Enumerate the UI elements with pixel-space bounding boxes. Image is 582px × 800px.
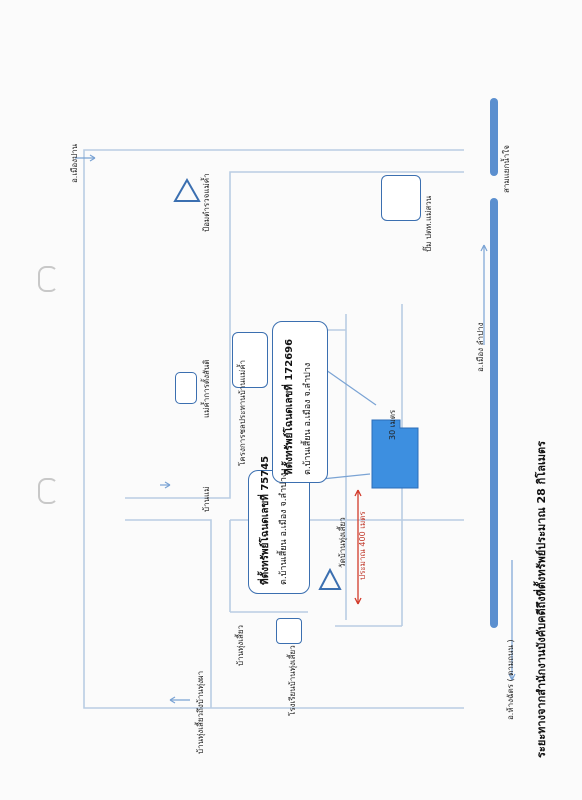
police-box-label: ป้อมตำรวจแม่ค้ำ bbox=[202, 173, 211, 232]
road-label-muang-lampang: อ.เมือง ลำปาง bbox=[476, 322, 485, 372]
plot1-title: ที่ตั้งทรัพย์โฉนดเลขที่ 75745 bbox=[260, 455, 271, 585]
road-label-to-changwat: อ.เมืองปาน bbox=[70, 143, 79, 183]
plot2-address: ต.บ้านเสี้ยน อ.เมือง จ.ลำปาง bbox=[303, 362, 313, 475]
ptt-label: ปั๊ม ปตท.แม่สวน bbox=[424, 195, 433, 252]
pointer-plot2 bbox=[325, 369, 377, 406]
plot2-info-box bbox=[272, 321, 328, 483]
nursery-label: แม่ค้ำการตั้งสันติ bbox=[202, 359, 211, 418]
road-upper-branch bbox=[125, 171, 464, 499]
road-label-san-yaek: สามแยกน้ำใจ bbox=[502, 145, 511, 193]
distance-title: ระยะทางจากสำนักงานบังคับคดีถึงที่ตั้งทรั… bbox=[535, 440, 548, 758]
plot1-address: ต.บ้านเสี้ยน อ.เมือง จ.ลำปาง bbox=[279, 472, 289, 585]
irrigation-label: โครงการชลประทานบ้านแม่ค้ำ bbox=[238, 359, 247, 466]
school-box bbox=[276, 618, 302, 644]
irrigation-box bbox=[232, 332, 268, 388]
plot1-info-box bbox=[248, 470, 310, 594]
plot2-title: ที่ตั้งทรัพย์โฉนดเลขที่ 172696 bbox=[284, 338, 295, 475]
road-label-hang-chat: อ.ห้างฉัตร ( ตามถนน ) bbox=[506, 639, 515, 720]
binder-hole-top-icon bbox=[38, 266, 58, 292]
road-left-branch bbox=[125, 519, 212, 708]
tung-siao-road-label: บ้านทุ่งเสี้ยวถึงบ้านทุ่งผา bbox=[196, 670, 205, 754]
police-triangle-icon bbox=[173, 177, 201, 202]
distance-30-label: 30 เมตร bbox=[388, 409, 397, 440]
plot-shape bbox=[371, 419, 419, 489]
road-strip-top bbox=[490, 98, 498, 176]
village-road-label: บ้านแม่ bbox=[202, 486, 211, 512]
nursery-box bbox=[175, 372, 197, 404]
school-label: โรงเรียนบ้านทุ่งเสี้ยว bbox=[288, 645, 297, 716]
distance-400-label: ประมาณ 400 เมตร bbox=[358, 511, 367, 580]
road-strip-main bbox=[490, 198, 498, 628]
temple-triangle-icon bbox=[318, 567, 342, 590]
ptt-box bbox=[381, 175, 421, 221]
road-outer bbox=[83, 149, 464, 709]
temple-label: วัดบ้านทุ่งเสี้ยว bbox=[338, 517, 347, 568]
village-tung-siao-label: บ้านทุ่งเสี้ยว bbox=[236, 624, 245, 666]
binder-hole-bottom-icon bbox=[38, 478, 58, 504]
route-arrows bbox=[75, 154, 516, 704]
